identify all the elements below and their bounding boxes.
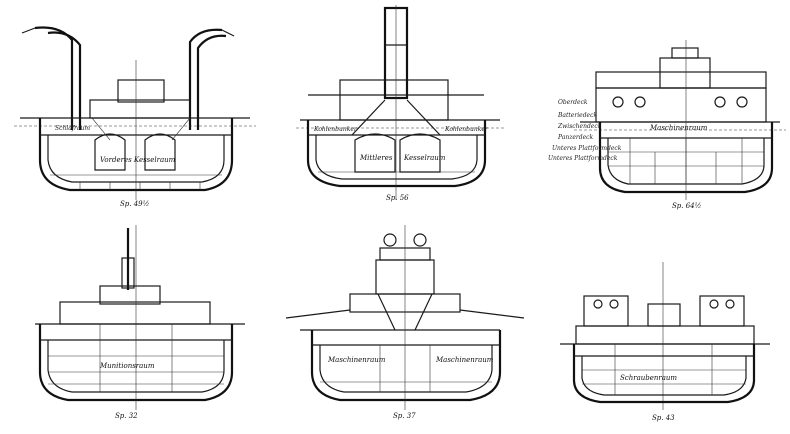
section-figure-5: Maschinenraum Maschinenraum Sp. 37 <box>285 225 525 420</box>
room-label: Mittleres <box>359 154 393 162</box>
section-figure-4: Munitionsraum Sp. 32 <box>35 225 245 420</box>
figure-caption: Sp. 64½ <box>672 202 702 210</box>
section-figure-6: Schraubenraum Sp. 43 <box>560 262 770 422</box>
room-label: Munitionsraum <box>99 362 155 370</box>
section-figure-1: Vorderes Kesselraum Schlafraum Sp. 49½ <box>14 26 256 208</box>
room-label: Vorderes Kesselraum <box>100 156 176 164</box>
figure-caption: Sp. 37 <box>393 412 416 420</box>
room-label: Maschinenraum <box>649 124 708 132</box>
side-label: Kohlenbunker <box>444 126 489 133</box>
side-label: Zwischendeck <box>557 123 602 130</box>
figure-caption: Sp. 43 <box>652 414 675 422</box>
side-label: Panzerdeck <box>557 134 594 141</box>
figure-caption: Sp. 49½ <box>120 200 150 208</box>
section-figure-2: Mittleres Kesselraum Kohlenbunker Kohlen… <box>296 5 504 202</box>
side-label: Oberdeck <box>558 99 588 106</box>
side-label: Kohlenbunker <box>313 126 358 133</box>
side-label: Unteres Plattformdeck <box>548 155 618 162</box>
side-label: Schlafraum <box>55 125 90 132</box>
figure-caption: Sp. 32 <box>115 412 138 420</box>
room-label: Schraubenraum <box>620 374 677 382</box>
room-label: Kesselraum <box>403 154 446 162</box>
section-figure-3: Oberdeck Batteriedeck Zwischendeck Panze… <box>548 40 786 210</box>
figure-caption: Sp. 56 <box>386 194 409 202</box>
side-label: Unteres Plattformdeck <box>552 145 622 152</box>
room-label: Maschinenraum <box>435 356 494 364</box>
side-label: Batteriedeck <box>557 112 597 119</box>
room-label: Maschinenraum <box>327 356 386 364</box>
